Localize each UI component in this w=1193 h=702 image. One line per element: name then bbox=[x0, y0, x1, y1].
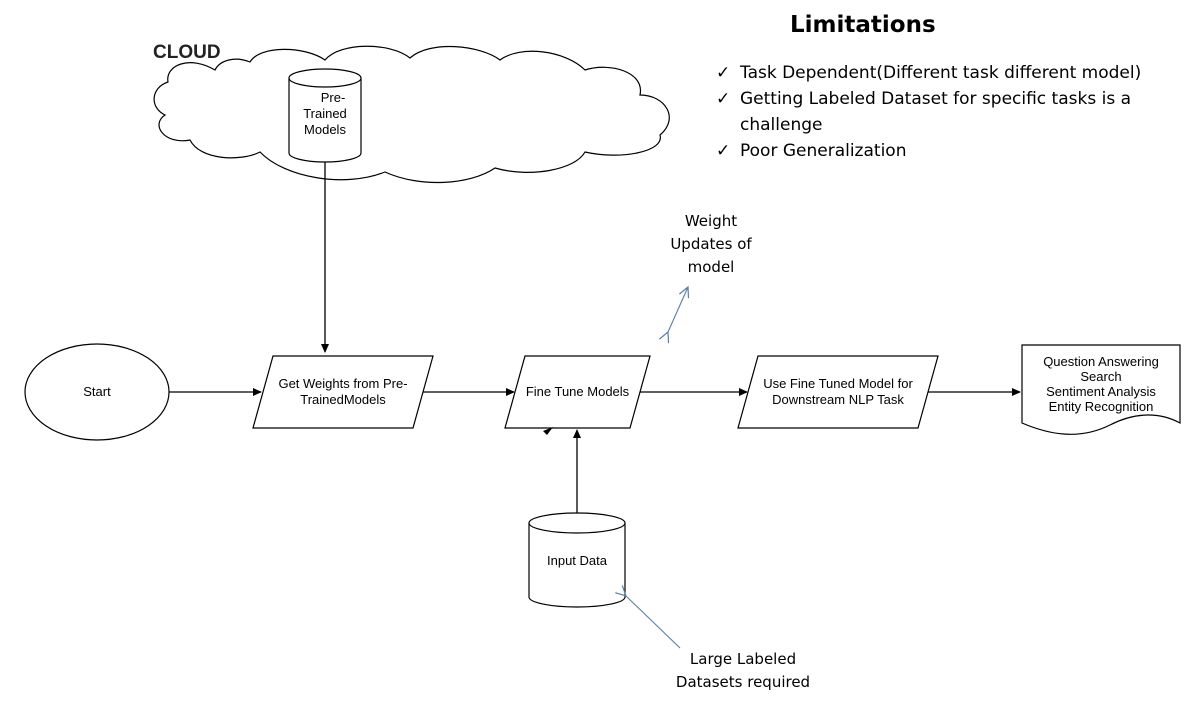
task-item: Search bbox=[1080, 369, 1122, 384]
get-weights-line2: TrainedModels bbox=[300, 392, 386, 407]
get-weights-label: Get Weights from Pre- TrainedModels bbox=[258, 376, 428, 408]
pretrained-line1: Pre- bbox=[320, 90, 346, 105]
limitations-title: Limitations bbox=[790, 12, 936, 38]
use-model-line1: Use Fine Tuned Model for bbox=[763, 376, 913, 391]
task-item: Sentiment Analysis bbox=[1046, 384, 1156, 399]
use-model-label: Use Fine Tuned Model for Downstream NLP … bbox=[743, 376, 933, 408]
weight-updates-line3: model bbox=[687, 258, 735, 276]
input-data-label: Input Data bbox=[547, 553, 607, 568]
large-datasets-line1: Large Labeled bbox=[689, 650, 797, 668]
cloud-label: CLOUD bbox=[153, 42, 221, 63]
weight-updates-line1: Weight bbox=[684, 212, 738, 230]
finetune-small-tick bbox=[543, 427, 553, 435]
limitation-item: ✓ Poor Generalization bbox=[716, 138, 1186, 164]
pretrained-line2: Trained bbox=[303, 106, 347, 121]
fine-tune-shape bbox=[504, 355, 651, 429]
task-item: Question Answering bbox=[1043, 354, 1159, 369]
start-label: Start bbox=[83, 384, 111, 399]
limitation-item: ✓ Task Dependent(Different task differen… bbox=[716, 60, 1186, 86]
large-datasets-note: Large Labeled Datasets required bbox=[655, 648, 831, 694]
fine-tune-label: Fine Tune Models bbox=[525, 384, 630, 399]
large-datasets-pointer bbox=[626, 596, 681, 649]
check-icon: ✓ bbox=[716, 141, 731, 161]
weight-updates-note: Weight Updates of model bbox=[652, 210, 770, 279]
weight-updates-line2: Updates of bbox=[670, 235, 752, 253]
limitation-item: ✓ Getting Labeled Dataset for specific t… bbox=[716, 86, 1186, 138]
tasks-list: Question Answering Search Sentiment Anal… bbox=[1022, 354, 1180, 414]
task-item: Entity Recognition bbox=[1048, 399, 1154, 414]
use-model-line2: Downstream NLP Task bbox=[772, 392, 904, 407]
check-icon: ✓ bbox=[716, 63, 731, 83]
get-weights-shape bbox=[252, 355, 434, 429]
get-weights-line1: Get Weights from Pre- bbox=[278, 376, 408, 391]
weight-updates-pointer bbox=[668, 287, 688, 332]
large-datasets-line2: Datasets required bbox=[675, 673, 811, 691]
tasks-document-shape bbox=[1021, 344, 1181, 435]
limitation-text: Poor Generalization bbox=[740, 141, 907, 161]
cloud-shape bbox=[153, 45, 670, 184]
check-icon: ✓ bbox=[716, 89, 731, 109]
limitations-list: ✓ Task Dependent(Different task differen… bbox=[716, 60, 1186, 164]
pretrained-models-label: Pre- Trained Models bbox=[289, 90, 361, 138]
pretrained-models-cylinder bbox=[288, 68, 362, 163]
limitation-text: Getting Labeled Dataset for specific tas… bbox=[740, 89, 1132, 135]
limitation-text: Task Dependent(Different task different … bbox=[740, 63, 1142, 83]
pretrained-line3: Models bbox=[304, 122, 346, 137]
use-model-shape bbox=[737, 355, 939, 429]
input-data-cylinder bbox=[528, 512, 626, 608]
